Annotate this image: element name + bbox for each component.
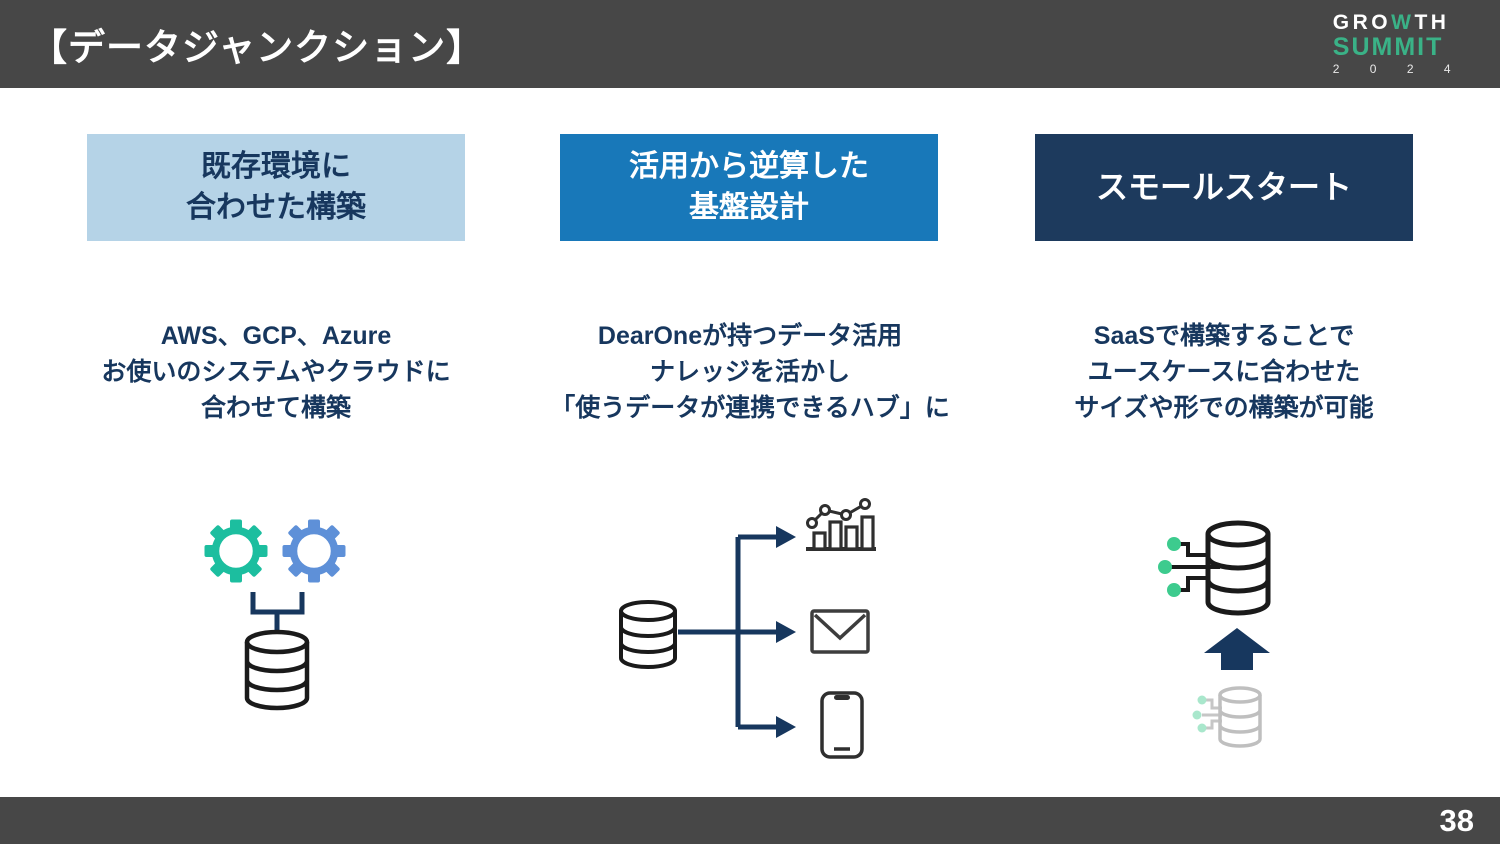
logo-growth-w: W: [1391, 11, 1415, 35]
connected-database-icon: [1158, 520, 1271, 616]
database-scale-up-icon: [1158, 520, 1271, 748]
growth-summit-logo: GROWTH SUMMIT 2 0 2 4: [1332, 12, 1464, 77]
column-2-description: DearOneが持つデータ活用 ナレッジを活かし 「使うデータが連携できるハブ」…: [550, 322, 950, 422]
arrowhead-top: [776, 526, 796, 548]
small-gray-database-icon: [1192, 686, 1262, 748]
gear-icon-blue: [282, 519, 346, 583]
branch-connector: [678, 534, 776, 730]
column-3-description: SaaSで構築することで ユースケースに合わせた サイズや形での構築が可能: [1074, 322, 1374, 422]
gears-and-database-icon: [204, 519, 346, 711]
gear-icon-teal: [204, 519, 268, 583]
mail-icon: [810, 609, 870, 654]
column-3-header: スモールスタート: [1035, 134, 1413, 241]
column-2-header: 活用から逆算した 基盤設計: [560, 134, 938, 241]
database-icon: [619, 600, 677, 669]
database-icon: [244, 629, 310, 711]
footer-bar: 38: [0, 797, 1500, 844]
column-1-description: AWS、GCP、Azure お使いのシステムやクラウドに 合わせて構築: [101, 322, 451, 422]
arrowhead-middle: [776, 621, 796, 643]
smartphone-icon: [820, 691, 864, 759]
column-1-header: 既存環境に 合わせた構築: [87, 134, 465, 241]
logo-growth-pre: GRO: [1332, 11, 1392, 35]
logo-growth: GROWTH: [1333, 12, 1464, 34]
connector-bracket: [250, 592, 305, 634]
up-arrow-icon: [1204, 628, 1270, 670]
logo-growth-post: TH: [1414, 11, 1450, 35]
arrowhead-bottom: [776, 716, 796, 738]
database-distribution-icon: [619, 498, 876, 759]
logo-year: 2 0 2 4: [1332, 62, 1464, 77]
page-number: 38: [1439, 802, 1474, 838]
logo-summit: SUMMIT: [1332, 33, 1444, 62]
page-title: 【データジャンクション】: [30, 27, 485, 68]
header-bar: 【データジャンクション】 GROWTH SUMMIT 2 0 2 4: [0, 0, 1500, 88]
bar-chart-icon: [806, 498, 876, 551]
